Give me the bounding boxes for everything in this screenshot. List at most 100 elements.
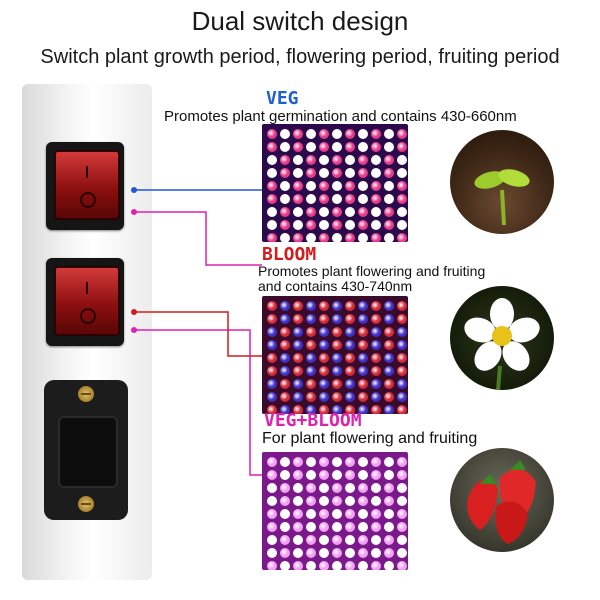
led-dot	[306, 405, 316, 414]
led-dot	[371, 457, 381, 467]
led-dot	[332, 168, 342, 178]
led-dot	[345, 392, 355, 402]
led-dot	[267, 142, 277, 152]
led-dot	[345, 207, 355, 217]
led-dot	[267, 392, 277, 402]
led-dot	[293, 548, 303, 558]
led-dot	[319, 405, 329, 414]
led-dot	[345, 142, 355, 152]
led-dot	[371, 207, 381, 217]
led-dot	[384, 483, 394, 493]
led-dot	[293, 129, 303, 139]
led-dot	[332, 233, 342, 242]
led-dot	[319, 155, 329, 165]
led-dot	[384, 522, 394, 532]
led-dot	[306, 314, 316, 324]
screw-icon	[78, 496, 94, 512]
led-dot	[332, 181, 342, 191]
led-dot	[280, 181, 290, 191]
led-dot	[267, 522, 277, 532]
led-dot	[332, 535, 342, 545]
led-dot	[371, 483, 381, 493]
led-dot	[358, 535, 368, 545]
led-dot	[267, 561, 277, 570]
led-dot	[293, 353, 303, 363]
led-dot	[280, 301, 290, 311]
switch-bloom[interactable]	[46, 258, 124, 346]
led-dot	[358, 353, 368, 363]
off-mark	[80, 308, 96, 324]
led-dot	[371, 470, 381, 480]
led-dot	[280, 405, 290, 414]
led-dot	[293, 301, 303, 311]
led-dot	[371, 535, 381, 545]
led-dot	[280, 168, 290, 178]
led-dot	[293, 535, 303, 545]
led-dot	[293, 340, 303, 350]
led-dot	[293, 220, 303, 230]
led-dot	[358, 168, 368, 178]
led-dot	[397, 535, 407, 545]
led-dot	[280, 314, 290, 324]
led-grid	[266, 300, 408, 414]
led-dot	[293, 561, 303, 570]
led-dot	[384, 340, 394, 350]
led-dot	[306, 194, 316, 204]
led-dot	[384, 470, 394, 480]
led-dot	[397, 522, 407, 532]
led-dot	[267, 233, 277, 242]
led-dot	[332, 353, 342, 363]
led-panel-veg-bloom	[262, 452, 408, 570]
led-dot	[267, 155, 277, 165]
led-panel-bloom	[262, 296, 408, 414]
switch-veg[interactable]	[46, 142, 124, 230]
led-dot	[267, 535, 277, 545]
page-title: Dual switch design	[191, 6, 409, 36]
led-dot	[345, 379, 355, 389]
led-dot	[332, 379, 342, 389]
led-dot	[345, 353, 355, 363]
seedling-photo	[450, 130, 554, 234]
led-dot	[358, 509, 368, 519]
led-dot	[332, 561, 342, 570]
led-dot	[319, 457, 329, 467]
led-dot	[319, 353, 329, 363]
led-dot	[332, 301, 342, 311]
led-dot	[397, 207, 407, 217]
led-dot	[345, 314, 355, 324]
led-dot	[397, 129, 407, 139]
led-dot	[267, 483, 277, 493]
led-dot	[397, 314, 407, 324]
led-grid	[266, 456, 408, 570]
led-dot	[280, 327, 290, 337]
led-dot	[397, 405, 407, 414]
led-dot	[280, 353, 290, 363]
led-dot	[358, 522, 368, 532]
led-dot	[345, 366, 355, 376]
led-dot	[332, 548, 342, 558]
led-dot	[345, 457, 355, 467]
screw-icon	[78, 386, 94, 402]
led-dot	[280, 194, 290, 204]
led-dot	[397, 457, 407, 467]
led-dot	[358, 301, 368, 311]
led-dot	[306, 496, 316, 506]
led-dot	[397, 181, 407, 191]
led-dot	[280, 220, 290, 230]
led-dot	[293, 483, 303, 493]
led-dot	[280, 129, 290, 139]
led-dot	[358, 496, 368, 506]
led-dot	[280, 155, 290, 165]
led-dot	[319, 548, 329, 558]
led-dot	[319, 522, 329, 532]
led-dot	[319, 535, 329, 545]
led-dot	[267, 301, 277, 311]
led-dot	[293, 392, 303, 402]
led-dot	[371, 353, 381, 363]
led-dot	[358, 142, 368, 152]
led-dot	[306, 457, 316, 467]
led-dot	[319, 301, 329, 311]
led-dot	[397, 548, 407, 558]
on-mark	[86, 166, 88, 178]
led-dot	[332, 340, 342, 350]
